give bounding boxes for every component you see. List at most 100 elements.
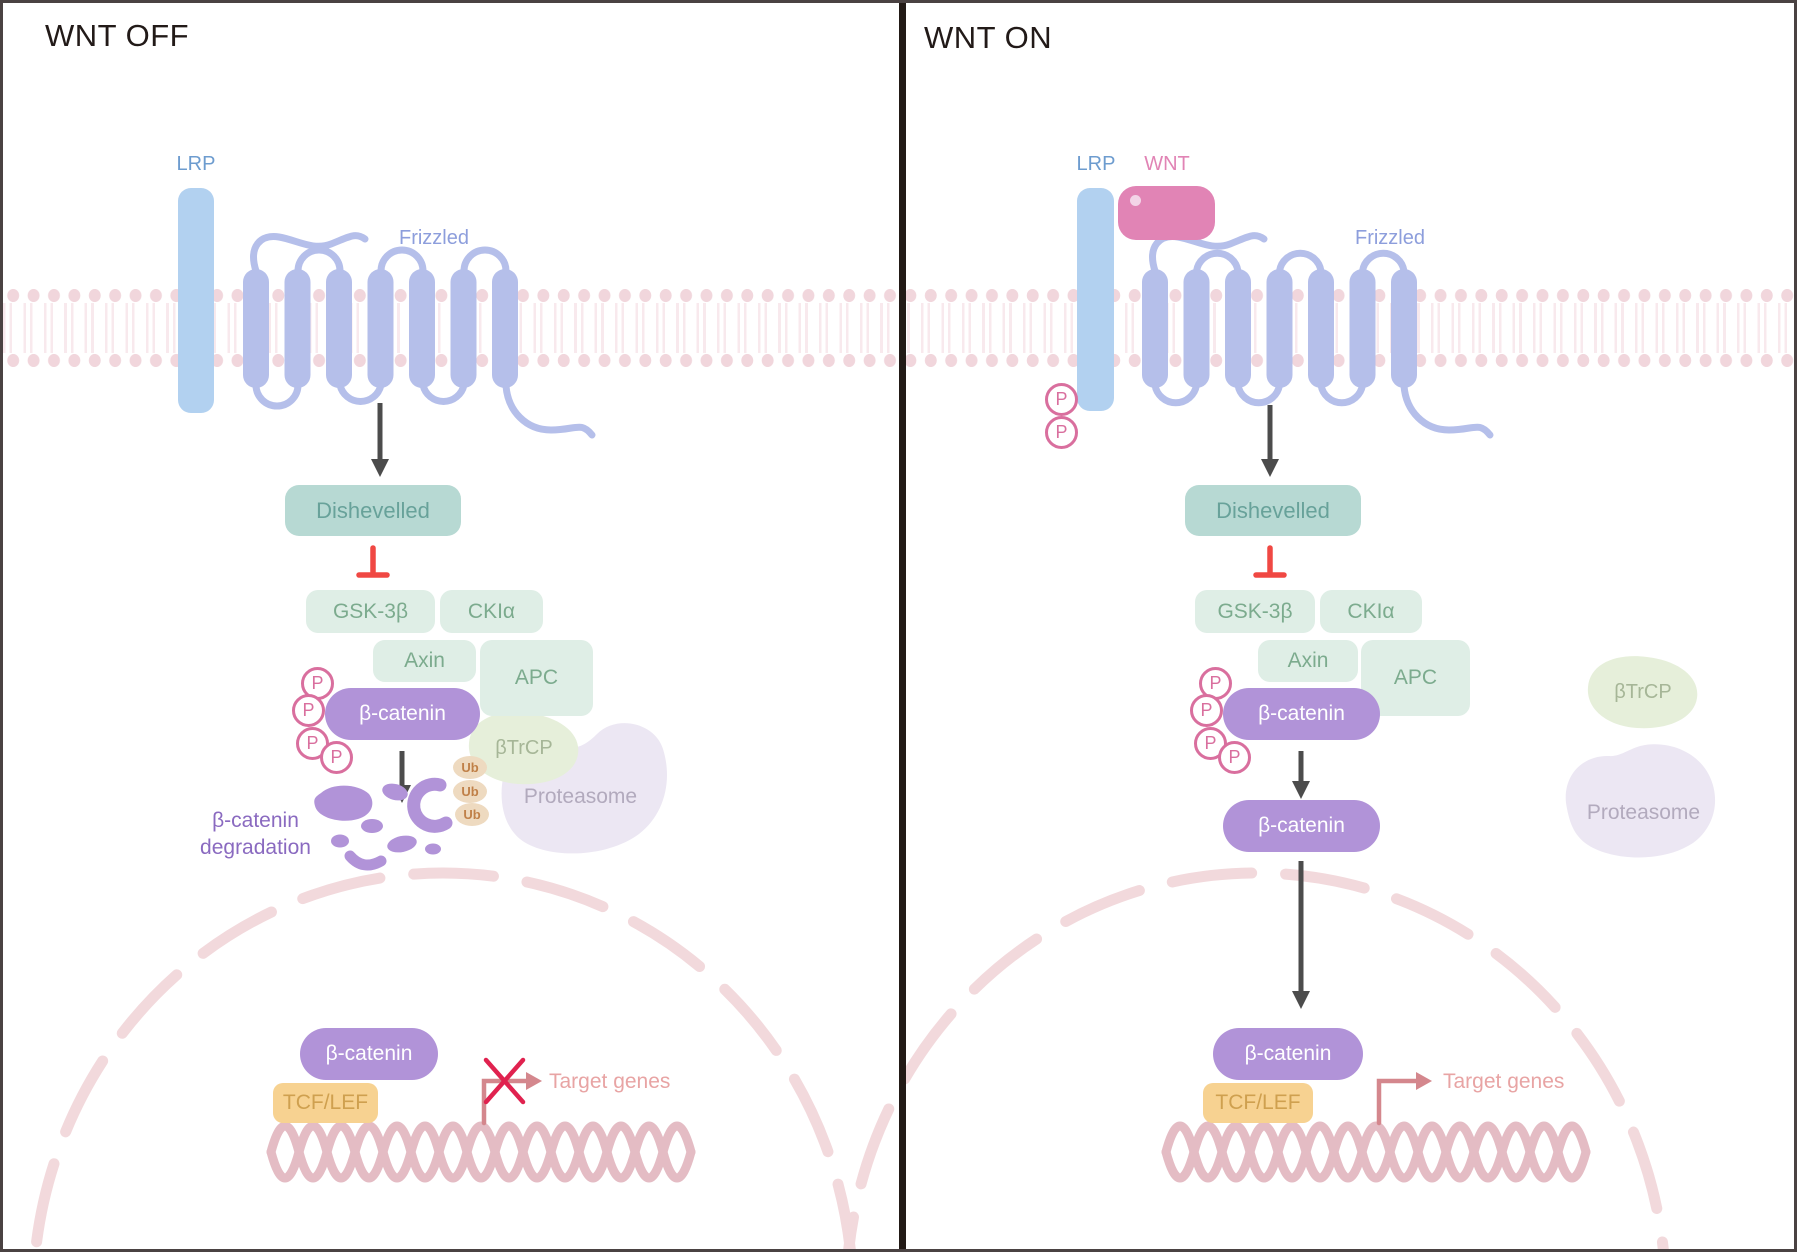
ubiquitin-label: Ub bbox=[461, 760, 479, 775]
frizzled-helix bbox=[1225, 269, 1251, 388]
nuclear-envelope bbox=[30, 867, 856, 1249]
gsk3b-node: GSK-3β bbox=[1195, 590, 1315, 633]
frizzled-receptor-loops bbox=[250, 232, 596, 439]
proteasome-label: Proteasome bbox=[1586, 801, 1701, 824]
frizzled-helices bbox=[1142, 269, 1417, 388]
phosphate-label: P bbox=[1209, 673, 1222, 693]
frizzled-n-terminus bbox=[1149, 232, 1268, 275]
phosphate-badge: P bbox=[1190, 694, 1223, 727]
blocked-x-icon bbox=[483, 1057, 526, 1105]
phosphate-label: P bbox=[311, 673, 324, 693]
frizzled-helix bbox=[1349, 269, 1376, 388]
nuclear-translocation-arrow-icon bbox=[1292, 861, 1310, 1009]
beta-catenin-nuclear-node: β-catenin bbox=[1213, 1028, 1363, 1080]
tcf-lef-node: TCF/LEF bbox=[1203, 1083, 1313, 1123]
btrcp-label: βTrCP bbox=[495, 737, 553, 759]
axin-node: Axin bbox=[1258, 640, 1358, 682]
btrcp-label: βTrCP bbox=[1614, 681, 1672, 703]
frizzled-helix bbox=[326, 269, 352, 388]
apc-node: APC bbox=[1361, 640, 1470, 716]
diagram-artwork bbox=[30, 232, 1716, 1249]
beta-catenin-complex-node: β-catenin bbox=[325, 688, 480, 740]
frizzled-c-terminus bbox=[502, 382, 596, 439]
apc-label: APC bbox=[1393, 666, 1438, 689]
release-arrow-icon bbox=[1292, 751, 1310, 799]
frizzled-helix bbox=[367, 269, 394, 388]
nuclear-envelope bbox=[843, 867, 1669, 1249]
ckia-node: CKIα bbox=[440, 590, 543, 633]
apc-node: APC bbox=[480, 640, 593, 716]
frizzled-helix bbox=[1391, 269, 1417, 388]
wnt-ligand bbox=[1118, 186, 1215, 240]
target-genes-label: Target genes bbox=[1443, 1070, 1565, 1093]
wnt-ligand-highlight-dot bbox=[1130, 195, 1141, 206]
degradation-label-line2: degradation bbox=[200, 836, 311, 859]
ubiquitin-badge: Ub bbox=[453, 780, 487, 803]
beta-catenin-nuclear-node: β-catenin bbox=[300, 1028, 438, 1080]
axin-node: Axin bbox=[373, 640, 476, 682]
ckia-label: CKIα bbox=[467, 599, 516, 623]
phosphate-label: P bbox=[1200, 700, 1213, 720]
phosphate-badge: P bbox=[292, 694, 325, 727]
frizzled-helix bbox=[492, 269, 518, 388]
beta-catenin-label: β-catenin bbox=[325, 1042, 413, 1065]
beta-catenin-fragments bbox=[314, 777, 453, 871]
phosphate-badge: P bbox=[1218, 741, 1251, 774]
signal-arrow-icon bbox=[1261, 405, 1279, 477]
ubiquitin-label: Ub bbox=[463, 807, 481, 822]
tcf-lef-node: TCF/LEF bbox=[273, 1083, 378, 1123]
panel-title-wnt-off: WNT OFF bbox=[45, 18, 190, 53]
beta-catenin-label: β-catenin bbox=[1244, 1042, 1332, 1065]
frizzled-helix bbox=[1266, 269, 1293, 388]
phosphate-badge: P bbox=[1045, 416, 1078, 449]
frizzled-helix bbox=[409, 269, 435, 388]
ckia-node: CKIα bbox=[1320, 590, 1422, 633]
transcription-arrow-icon bbox=[481, 1072, 542, 1126]
gsk3b-label: GSK-3β bbox=[332, 599, 409, 623]
beta-catenin-label: β-catenin bbox=[1258, 702, 1345, 725]
frizzled-helix bbox=[1308, 269, 1334, 388]
phosphate-label: P bbox=[302, 700, 315, 720]
btrcp-blob bbox=[1587, 656, 1698, 729]
dna-helix bbox=[1161, 1121, 1591, 1183]
lrp-label: LRP bbox=[176, 153, 216, 175]
phosphate-label: P bbox=[1204, 733, 1217, 753]
panel-divider bbox=[899, 3, 906, 1249]
axin-label: Axin bbox=[404, 649, 445, 672]
proteasome-label: Proteasome bbox=[523, 785, 638, 808]
dishevelled-label: Dishevelled bbox=[1216, 497, 1330, 523]
gsk3b-label: GSK-3β bbox=[1217, 599, 1293, 623]
beta-catenin-label: β-catenin bbox=[359, 702, 446, 725]
beta-catenin-label: β-catenin bbox=[1258, 814, 1345, 837]
frizzled-helices bbox=[243, 269, 518, 388]
phosphate-label: P bbox=[330, 747, 343, 767]
signal-arrow-icon bbox=[371, 403, 389, 477]
inhibition-tbar-icon bbox=[1253, 545, 1287, 578]
frizzled-label: Frizzled bbox=[398, 227, 469, 249]
btrcp-blob bbox=[468, 712, 579, 785]
frizzled-label: Frizzled bbox=[1354, 227, 1425, 249]
beta-catenin-free-node: β-catenin bbox=[1223, 800, 1380, 852]
frizzled-helix bbox=[243, 269, 269, 388]
frizzled-helix bbox=[1183, 269, 1210, 388]
ubiquitin-badge: Ub bbox=[453, 756, 487, 779]
degradation-label: β-catenin degradation bbox=[173, 807, 338, 861]
frizzled-helix bbox=[284, 269, 311, 388]
lrp-label: LRP bbox=[1076, 153, 1116, 175]
ubiquitin-badge: Ub bbox=[455, 803, 489, 826]
phosphate-badge: P bbox=[320, 741, 353, 774]
proteasome-blob bbox=[1565, 744, 1716, 858]
tcf-lef-label: TCF/LEF bbox=[282, 1091, 369, 1114]
wnt-label: WNT bbox=[1144, 153, 1190, 175]
ubiquitin-label: Ub bbox=[461, 784, 479, 799]
beta-catenin-complex-node: β-catenin bbox=[1223, 688, 1380, 740]
axin-label: Axin bbox=[1287, 649, 1329, 672]
dna-helix bbox=[266, 1121, 696, 1183]
lrp-receptor-bar bbox=[1077, 188, 1114, 411]
degradation-label-line1: β-catenin bbox=[212, 809, 299, 832]
phosphate-label: P bbox=[306, 733, 319, 753]
dishevelled-node: Dishevelled bbox=[285, 485, 461, 536]
frizzled-n-terminus bbox=[250, 232, 369, 275]
tcf-lef-label: TCF/LEF bbox=[1215, 1091, 1301, 1114]
